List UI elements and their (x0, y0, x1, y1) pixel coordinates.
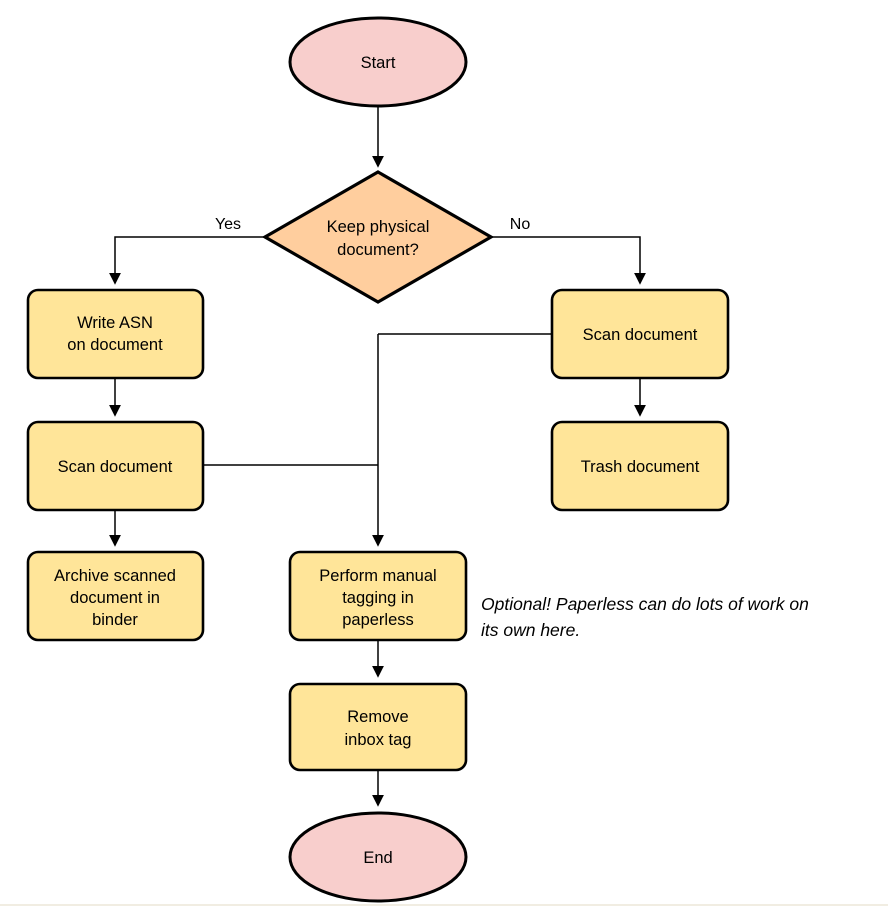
scan-right-box (550, 288, 730, 380)
edge-decision-no-to-scan-right (491, 236, 646, 285)
trash-label: Trash document (581, 458, 700, 476)
annotation-text: Optional! Paperless can do lots of work … (481, 594, 809, 640)
end-ellipse (288, 811, 468, 903)
scan-left-box (26, 420, 205, 512)
canvas-bottom-rule (0, 904, 888, 906)
decision-diamond (261, 170, 495, 304)
start-label: Start (361, 54, 396, 72)
node-scan-left: Scan document (26, 420, 205, 512)
remove-inbox-box (288, 682, 468, 772)
tagging-box (288, 550, 468, 642)
end-label: End (363, 849, 392, 867)
edges (109, 106, 646, 807)
scan-right-label: Scan document (583, 326, 698, 344)
node-start: Start (288, 16, 468, 108)
scan-left-label: Scan document (58, 458, 173, 476)
archive-box (26, 550, 205, 642)
edge-decision-yes-to-write-asn (109, 236, 265, 285)
node-trash: Trash document (550, 420, 730, 512)
trash-box (550, 420, 730, 512)
edge-label-no: No (510, 216, 531, 233)
start-ellipse (288, 16, 468, 108)
edge-label-yes: Yes (215, 216, 241, 233)
node-end: End (288, 811, 468, 903)
node-scan-right: Scan document (550, 288, 730, 380)
write-asn-box (26, 288, 205, 380)
